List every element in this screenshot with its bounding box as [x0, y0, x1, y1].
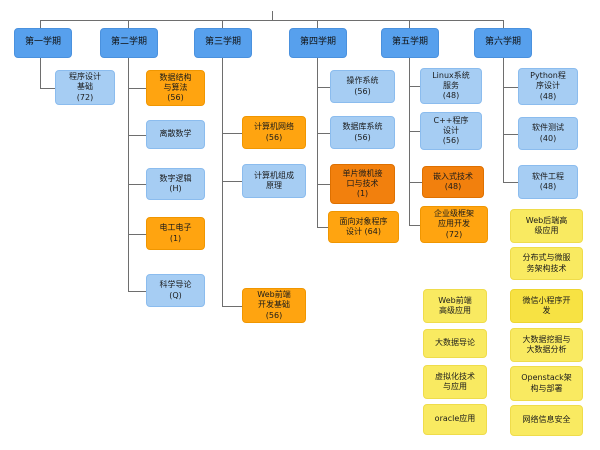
course-stub-line [40, 88, 55, 89]
header-stub-line [317, 20, 318, 28]
course-node: Python程 序设计 (48) [518, 68, 578, 105]
course-node: 程序设计 基础 (72) [55, 70, 115, 105]
course-stub-line [317, 87, 330, 88]
course-stub-line [409, 86, 420, 87]
trunk-line [409, 58, 410, 225]
elective-node: Web后端高 级应用 [510, 209, 583, 243]
header-stub-line [40, 20, 41, 28]
course-stub-line [409, 182, 422, 183]
course-node: 离散数学 [146, 120, 205, 149]
course-node: 计算机组成 原理 [242, 164, 306, 198]
course-node: 单片微机接 口与技术 (1) [330, 164, 395, 204]
course-node: 电工电子 (1) [146, 217, 205, 250]
elective-node: Web前端 高级应用 [423, 289, 487, 323]
elective-node: 分布式与微服 务架构技术 [510, 247, 583, 280]
elective-node: oracle应用 [423, 404, 487, 435]
elective-node: 大数据挖掘与 大数据分析 [510, 328, 583, 362]
course-stub-line [128, 291, 146, 292]
elective-node: 网络信息安全 [510, 405, 583, 436]
elective-node: Openstack架 构与部署 [510, 366, 583, 401]
course-stub-line [409, 131, 420, 132]
root-stub-line [272, 11, 273, 20]
course-stub-line [222, 306, 242, 307]
semester-node: 第一学期 [14, 28, 72, 58]
course-stub-line [222, 133, 242, 134]
course-stub-line [503, 182, 518, 183]
trunk-line [128, 58, 129, 291]
semester-node: 第六学期 [474, 28, 532, 58]
trunk-line [317, 58, 318, 227]
course-node: 软件工程 (48) [518, 165, 578, 199]
course-node: 嵌入式技术 (48) [422, 166, 484, 198]
course-stub-line [317, 184, 330, 185]
elective-node: 微信小程序开 发 [510, 289, 583, 323]
course-stub-line [317, 133, 330, 134]
course-node: 软件测试 (40) [518, 117, 578, 150]
course-node: 面向对象程序 设计 (64) [328, 211, 399, 243]
trunk-line [503, 58, 504, 182]
top-rail-line [40, 20, 504, 21]
course-node: 数据结构 与算法 (56) [146, 70, 205, 106]
course-stub-line [128, 88, 146, 89]
course-node: 计算机网络 (56) [242, 116, 306, 149]
course-stub-line [128, 135, 146, 136]
course-stub-line [317, 227, 328, 228]
semester-node: 第五学期 [381, 28, 439, 58]
course-node: Web前端 开发基础 (56) [242, 288, 306, 323]
course-node: 企业级框架 应用开发 (72) [420, 206, 488, 243]
course-stub-line [503, 87, 518, 88]
course-node: 数据库系统 (56) [330, 116, 395, 149]
course-stub-line [222, 181, 242, 182]
trunk-line [40, 58, 41, 88]
header-stub-line [503, 20, 504, 28]
course-node: 操作系统 (56) [330, 70, 395, 103]
trunk-line [222, 58, 223, 306]
header-stub-line [128, 20, 129, 28]
header-stub-line [222, 20, 223, 28]
course-stub-line [128, 234, 146, 235]
semester-node: 第四学期 [289, 28, 347, 58]
course-stub-line [409, 225, 420, 226]
elective-node: 虚拟化技术 与应用 [423, 365, 487, 399]
course-stub-line [503, 134, 518, 135]
course-node: C++程序 设计 (56) [420, 112, 482, 150]
course-node: 科学导论 (Q) [146, 274, 205, 307]
semester-node: 第三学期 [194, 28, 252, 58]
course-stub-line [128, 184, 146, 185]
course-node: Linux系统 服务 (48) [420, 68, 482, 104]
elective-node: 大数据导论 [423, 329, 487, 358]
semester-node: 第二学期 [100, 28, 158, 58]
course-node: 数字逻辑 (H) [146, 168, 205, 200]
header-stub-line [409, 20, 410, 28]
